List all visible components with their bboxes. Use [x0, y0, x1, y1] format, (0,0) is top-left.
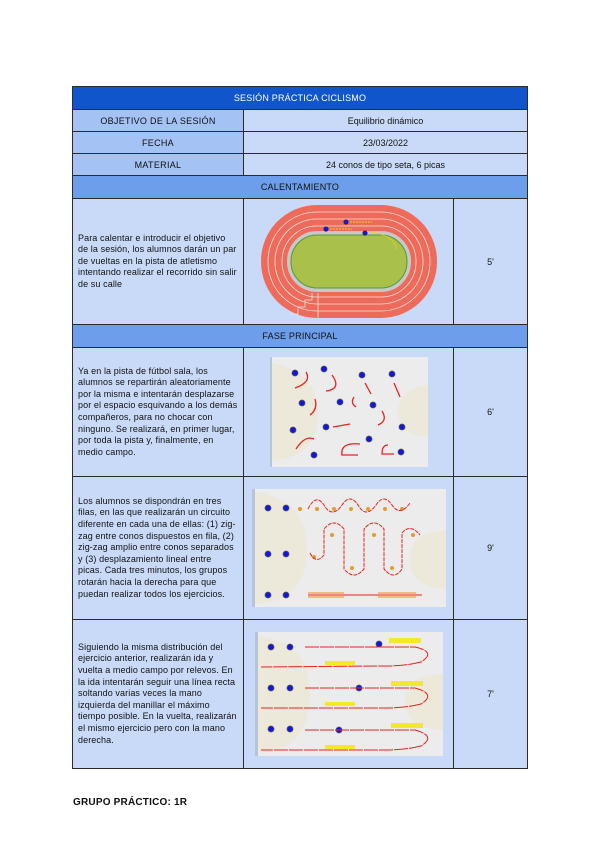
activity-row: Ya en la pista de fútbol sala, los alumn…	[72, 347, 529, 477]
session-table: SESIÓN PRÁCTICA CICLISMO OBJETIVO DE LA …	[71, 86, 529, 769]
relay-one-hand-diagram	[254, 632, 443, 756]
activity-diagram-cell	[243, 198, 454, 325]
activity-duration: 6'	[452, 347, 529, 477]
material-label: MATERIAL	[72, 153, 244, 176]
activity-duration: 9'	[452, 476, 529, 620]
objective-value: Equilibrio dinámico	[242, 109, 529, 132]
activity-description: Siguiendo la misma distribución del ejer…	[72, 619, 244, 769]
activity-diagram-cell	[243, 476, 454, 620]
main-phase-section-header: FASE PRINCIPAL	[71, 324, 529, 348]
activity-description: Ya en la pista de fútbol sala, los alumn…	[72, 347, 244, 477]
date-label: FECHA	[72, 131, 244, 154]
three-circuits-diagram	[251, 489, 446, 607]
random-dodging-diagram	[269, 357, 428, 467]
activity-row: Para calentar e introducir el objetivo d…	[72, 198, 529, 325]
date-value: 23/03/2022	[242, 131, 529, 154]
activity-diagram-cell	[243, 347, 454, 477]
objective-label: OBJETIVO DE LA SESIÓN	[72, 109, 244, 132]
activity-row: Los alumnos se dispondrán en tres filas,…	[72, 476, 529, 620]
activity-duration: 7'	[452, 619, 529, 769]
session-title: SESIÓN PRÁCTICA CICLISMO	[71, 86, 529, 110]
activity-description: Los alumnos se dispondrán en tres filas,…	[72, 476, 244, 620]
activity-row: Siguiendo la misma distribución del ejer…	[72, 619, 529, 769]
warmup-section-header: CALENTAMIENTO	[71, 175, 529, 199]
athletics-track-diagram	[260, 205, 437, 318]
practice-group-label: GRUPO PRÁCTICO: 1R	[73, 797, 188, 808]
activity-duration: 5'	[452, 198, 529, 325]
activity-diagram-cell	[243, 619, 454, 769]
material-value: 24 conos de tipo seta, 6 picas	[242, 153, 529, 176]
activity-description: Para calentar e introducir el objetivo d…	[72, 198, 244, 325]
